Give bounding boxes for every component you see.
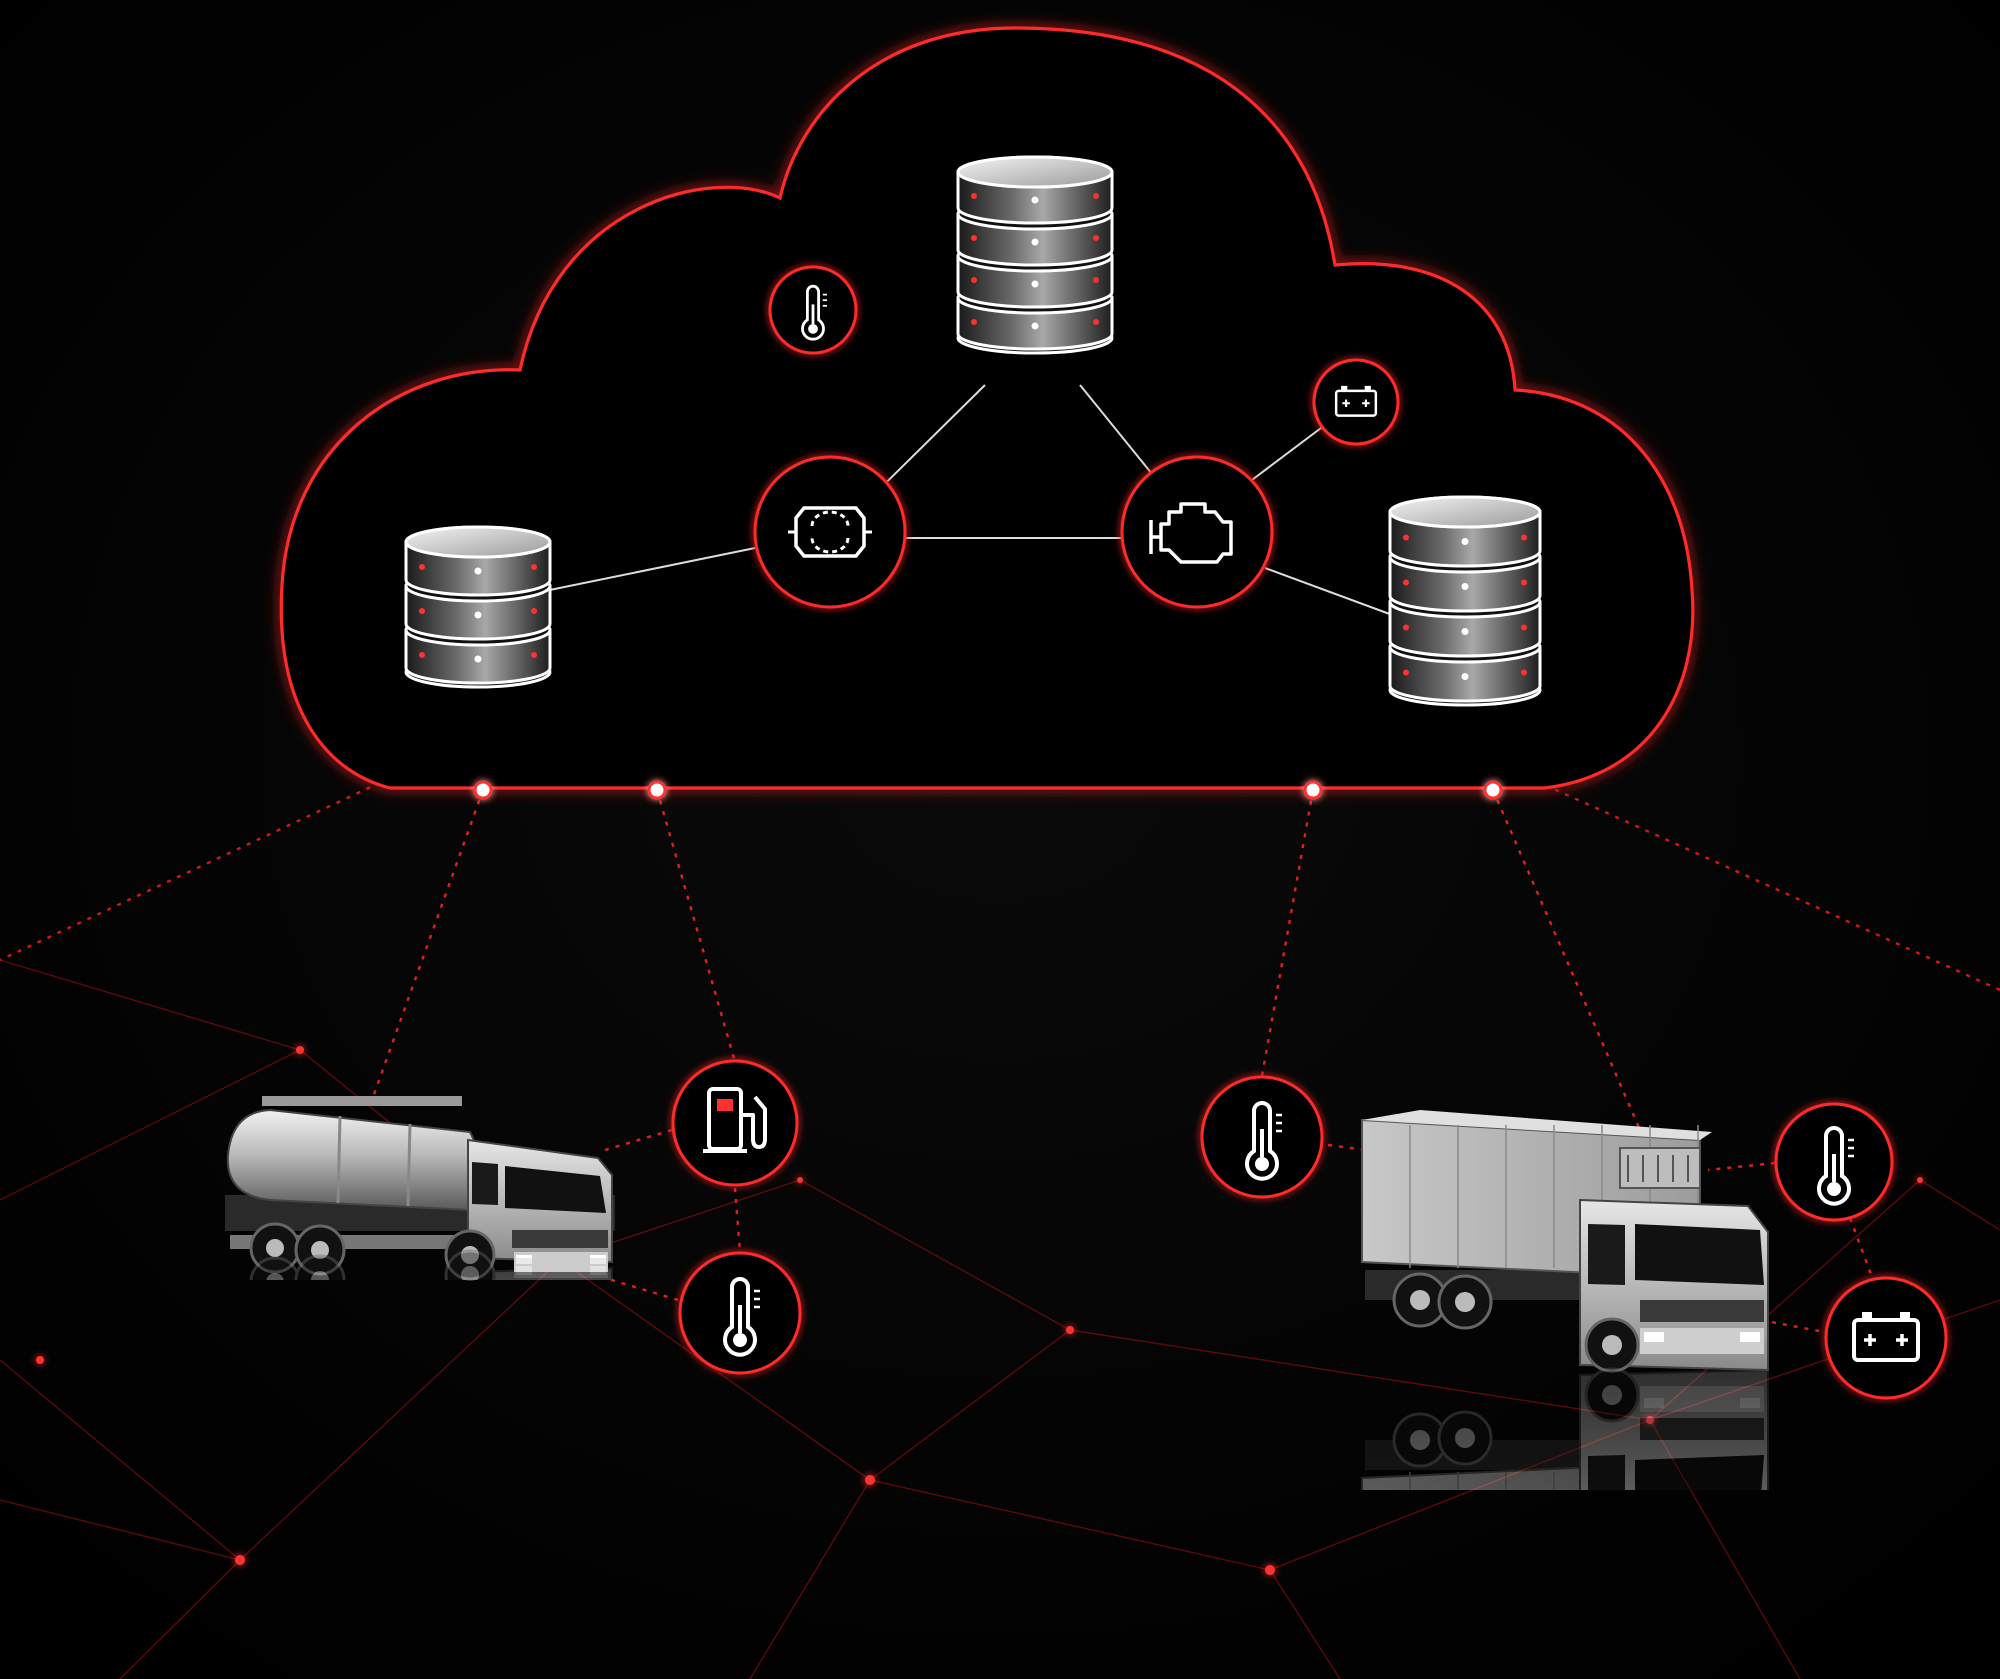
fuel-pump-icon — [671, 1059, 799, 1187]
connection-node — [473, 780, 493, 800]
thermometer-icon — [1200, 1075, 1324, 1199]
cloud-outline — [279, 26, 1695, 790]
database-server-icon — [1388, 495, 1542, 707]
database-server-icon — [404, 525, 552, 689]
processor-chip-icon — [753, 455, 907, 609]
box-truck-reflection — [1361, 1367, 1769, 1630]
thermometer-icon — [1774, 1102, 1894, 1222]
tanker-truck-reflection — [225, 1249, 615, 1434]
battery-icon — [1312, 358, 1400, 446]
tanker-truck — [225, 1096, 615, 1281]
engine-icon — [1120, 455, 1274, 609]
box-truck — [1361, 1110, 1769, 1373]
connection-node — [1303, 780, 1323, 800]
database-server-icon — [956, 155, 1114, 355]
connection-node — [647, 780, 667, 800]
sensor-dotted-links — [370, 789, 1877, 1335]
connection-node — [1483, 780, 1503, 800]
thermometer-icon — [768, 265, 858, 355]
thermometer-icon — [678, 1251, 802, 1375]
battery-icon — [1824, 1276, 1948, 1400]
cloud-connection-nodes — [473, 780, 1503, 800]
